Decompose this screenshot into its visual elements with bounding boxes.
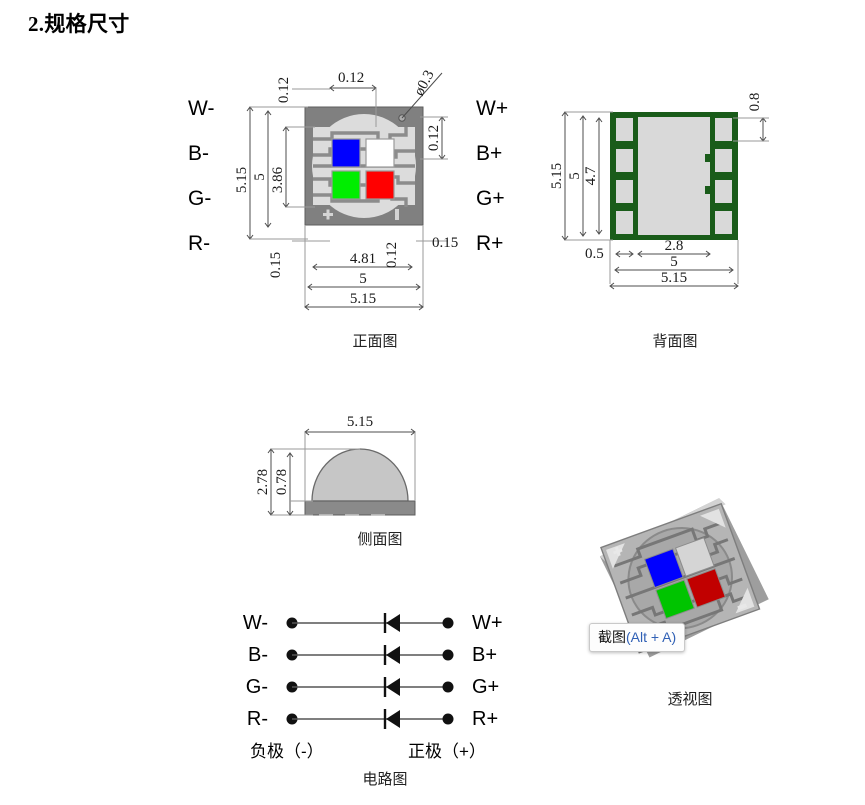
front-view-caption: 正面图 — [352, 333, 398, 350]
dim-top-trace: 0.12 — [338, 70, 364, 86]
white-die — [365, 138, 395, 168]
diode-w — [386, 614, 400, 632]
dim-pad-height: 0.8 — [747, 93, 763, 112]
back-bottom-dimensions: 0.5 2.8 5 5.15 — [585, 238, 739, 290]
perspective-polarity-marks — [613, 546, 748, 611]
perspective-view-caption: 透视图 — [667, 691, 713, 708]
pin-label-r-minus: R- — [188, 232, 210, 255]
circuit-diagram-caption: 电路图 — [362, 771, 408, 788]
screenshot-tooltip-label: 截图 — [598, 629, 626, 645]
perspective-view-figure — [555, 468, 815, 678]
page-title: 2.规格尺寸 — [28, 12, 130, 36]
terminal-dot-g-plus — [442, 681, 454, 693]
pin-label-b-plus: B+ — [476, 142, 502, 165]
circuit-label-r-plus: R+ — [472, 708, 498, 730]
dim-pad-span: 4.7 — [583, 166, 599, 185]
right-pads — [715, 118, 732, 234]
dim-top-gap: 0.12 — [276, 77, 292, 103]
dim-bottom-trace: 0.12 — [384, 242, 400, 268]
dim-base-height: 0.78 — [274, 469, 290, 495]
circuit-label-r-minus: R- — [247, 708, 268, 730]
pin-label-w-minus: W- — [188, 97, 214, 120]
diode-g — [386, 678, 400, 696]
perspective-green-die — [655, 579, 695, 620]
dim-back-overall-height: 5.15 — [549, 163, 565, 189]
polarity-marks — [323, 209, 399, 220]
back-vertical-dimensions: 5.15 5 4.7 — [549, 111, 613, 241]
terminal-dot-b-plus — [442, 649, 454, 661]
circuit-diagram-figure: W- W+ B- B+ G- — [243, 605, 530, 765]
left-pads — [616, 118, 633, 234]
polarity-label-positive: 正极（+） — [408, 742, 486, 761]
screenshot-tooltip-shortcut: (Alt + A) — [626, 629, 677, 645]
pin-label-w-plus: W+ — [476, 97, 508, 120]
front-right-dimensions: 0.12 — [420, 116, 448, 160]
circuit-label-g-plus: G+ — [472, 676, 499, 698]
circuit-row-w: W- W+ — [243, 612, 503, 634]
pin-label-r-plus: R+ — [476, 232, 503, 255]
front-vertical-dimensions: 5.15 5 3.86 0.12 0.15 — [234, 77, 330, 278]
circuit-label-g-minus: G- — [246, 676, 268, 698]
front-view-package — [304, 106, 424, 226]
circuit-label-b-plus: B+ — [472, 644, 497, 666]
dim-back-body-height: 5 — [567, 172, 583, 180]
dim-center-pad: 2.8 — [665, 238, 684, 254]
side-height-dimension: 2.78 0.78 — [255, 448, 360, 516]
red-die — [365, 170, 395, 200]
perspective-blue-die — [643, 548, 684, 589]
polarity-label-negative: 负极（-） — [250, 742, 324, 761]
back-view-figure: 5.15 5 4.7 0.8 — [525, 72, 815, 332]
package-base — [304, 500, 416, 516]
circuit-row-b: B- B+ — [248, 644, 497, 666]
pad-notches — [705, 154, 710, 194]
dim-inner-width: 4.81 — [350, 251, 376, 267]
circuit-row-g: G- G+ — [246, 676, 499, 698]
diode-r — [386, 710, 400, 728]
diode-b — [386, 646, 400, 664]
dim-back-body-width: 5 — [670, 254, 678, 270]
circuit-row-r: R- R+ — [247, 708, 498, 730]
dim-right-trace: 0.12 — [426, 125, 442, 151]
pin-label-g-minus: G- — [188, 187, 211, 210]
dim-overall-height: 5.15 — [234, 167, 250, 193]
dim-overall-width: 5.15 — [350, 291, 376, 307]
front-view-figure: W- B- G- R- W+ B+ G+ R+ 5.15 5 — [180, 55, 510, 345]
dim-body-height: 5 — [252, 173, 268, 181]
dome-lens — [311, 448, 409, 502]
back-view-caption: 背面图 — [652, 333, 698, 350]
dim-bottom-right: 0.15 — [432, 235, 458, 251]
side-view-package — [304, 448, 416, 516]
green-die — [331, 170, 361, 200]
circuit-label-b-minus: B- — [248, 644, 268, 666]
dim-bottom-gap: 0.15 — [268, 252, 284, 278]
dim-back-overall-width: 5.15 — [661, 270, 687, 286]
blue-die — [331, 138, 361, 168]
screenshot-tooltip: 截图(Alt + A) — [589, 623, 686, 652]
pin-label-g-plus: G+ — [476, 187, 505, 210]
dim-inner-height: 3.86 — [270, 166, 286, 193]
circuit-label-w-plus: W+ — [472, 612, 503, 634]
perspective-red-die — [686, 568, 726, 608]
back-pad-height-dimension: 0.8 — [733, 93, 769, 142]
dim-total-height: 2.78 — [255, 469, 271, 495]
side-view-caption: 侧面图 — [357, 531, 403, 548]
front-bottom-dimensions: 4.81 5 5.15 0.12 0.15 — [304, 225, 458, 311]
back-view-package — [610, 112, 738, 240]
terminal-dot-r-plus — [442, 713, 454, 725]
side-view-figure: 5.15 2.78 0.78 — [245, 400, 475, 530]
perspective-white-die — [674, 537, 715, 577]
circuit-label-w-minus: W- — [243, 612, 268, 634]
center-thermal-pad — [638, 117, 710, 235]
dim-side-width: 5.15 — [347, 414, 373, 430]
perspective-package — [599, 498, 769, 658]
side-width-dimension: 5.15 — [304, 414, 416, 501]
dim-body-width: 5 — [359, 271, 367, 287]
terminal-dot-w-plus — [442, 617, 454, 629]
dim-pad-width: 0.5 — [585, 246, 604, 262]
dim-hole-diameter: ø0.3 — [411, 68, 437, 99]
pin-label-b-minus: B- — [188, 142, 209, 165]
